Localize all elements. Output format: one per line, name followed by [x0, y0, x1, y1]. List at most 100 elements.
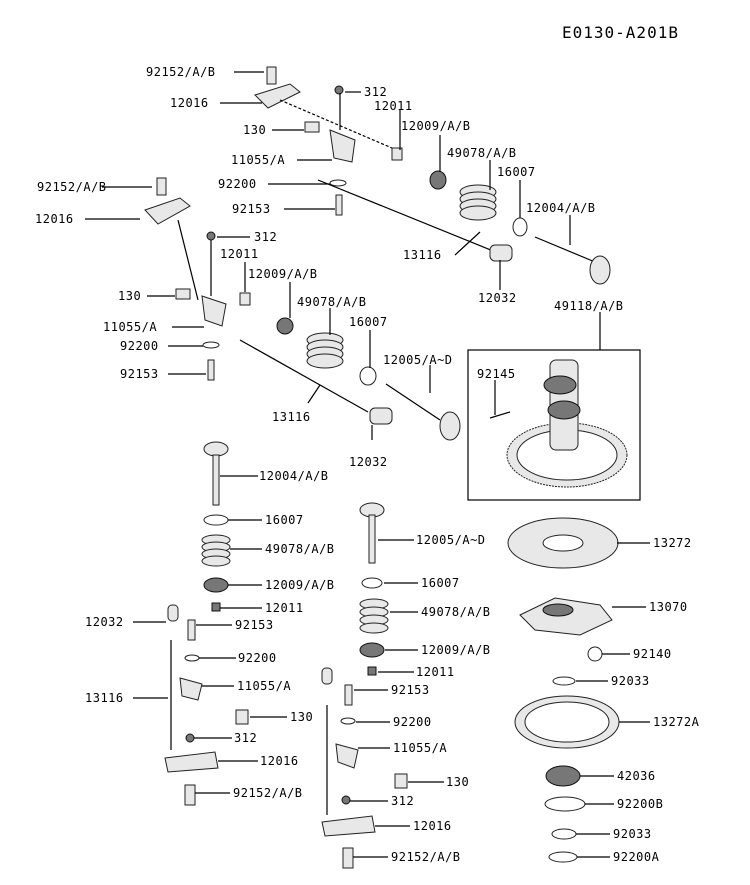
- label-16007-d: 16007: [421, 576, 460, 590]
- label-11055-c: 11055/A: [237, 679, 291, 693]
- pivot-pin: [184, 784, 196, 806]
- label-12005: 12005/A~D: [383, 353, 453, 367]
- label-12016-c: 12016: [260, 754, 299, 768]
- spring-pin: [489, 411, 511, 419]
- spring-retainer: [429, 170, 447, 190]
- tappet: [489, 244, 513, 262]
- governor-nut: [545, 765, 581, 787]
- label-130-d: 130: [446, 775, 469, 789]
- stud: [344, 684, 353, 706]
- push-rod: [239, 339, 369, 413]
- label-49078-b: 49078/A/B: [297, 295, 367, 309]
- label-12011-d: 12011: [416, 665, 455, 679]
- valve-stem: [212, 454, 220, 506]
- snap-ring: [551, 828, 577, 840]
- label-12032-c: 12032: [85, 615, 124, 629]
- label-92153-d: 92153: [391, 683, 430, 697]
- valve-seal: [361, 577, 383, 589]
- valve-stack-left: [201, 441, 231, 612]
- label-130-b: 130: [118, 289, 141, 303]
- nut: [334, 85, 344, 95]
- pivot-pin: [156, 177, 167, 196]
- rocker-assembly-mid: [144, 177, 251, 381]
- stud: [335, 194, 343, 216]
- push-rod: [317, 179, 509, 258]
- nut: [185, 733, 195, 743]
- label-92152-c: 92152/A/B: [233, 786, 303, 800]
- label-92152-b: 92152/A/B: [37, 180, 107, 194]
- camshaft-frame: [467, 349, 641, 501]
- label-12009-c: 12009/A/B: [265, 578, 335, 592]
- stud: [187, 619, 196, 641]
- label-92200B: 92200B: [617, 797, 663, 811]
- label-92152: 92152/A/B: [146, 65, 216, 79]
- governor-weight-holder: [519, 597, 613, 636]
- valve-spring: [359, 598, 389, 634]
- label-16007-c: 16007: [265, 513, 304, 527]
- valve-parts-upper: [317, 170, 611, 285]
- valve-parts-mid: [239, 317, 461, 441]
- label-11055-b: 11055/A: [103, 320, 157, 334]
- washer: [548, 851, 578, 863]
- snap-ring: [552, 676, 576, 686]
- label-92200-c: 92200: [238, 651, 277, 665]
- label-12016: 12016: [170, 96, 209, 110]
- washer: [202, 341, 220, 349]
- label-12011-b: 12011: [220, 247, 259, 261]
- cam-lobe: [547, 400, 581, 420]
- valve-stem: [385, 383, 441, 421]
- label-13272: 13272: [653, 536, 692, 550]
- label-92153: 92153: [232, 202, 271, 216]
- label-12016-d: 12016: [413, 819, 452, 833]
- valve-seal: [359, 366, 377, 386]
- rocker-arm: [164, 751, 219, 773]
- rocker-assembly-lower-mid: [321, 667, 408, 869]
- leader-lines: [85, 71, 650, 858]
- label-312: 312: [364, 85, 387, 99]
- label-13116: 13116: [403, 248, 442, 262]
- label-12004-b: 12004/A/B: [259, 469, 329, 483]
- label-16007-b: 16007: [349, 315, 388, 329]
- label-49078-d: 49078/A/B: [421, 605, 491, 619]
- label-12032: 12032: [478, 291, 517, 305]
- valve-cap: [211, 602, 221, 612]
- bolt: [175, 288, 191, 300]
- governor-stack: [507, 517, 620, 863]
- label-92153-b: 92153: [120, 367, 159, 381]
- washer: [184, 654, 200, 662]
- nut: [341, 795, 351, 805]
- rocker-bracket: [179, 677, 203, 701]
- label-11055: 11055/A: [231, 153, 285, 167]
- valve-spring: [201, 534, 231, 567]
- bolt: [304, 121, 320, 133]
- rocker-bracket: [201, 295, 227, 327]
- label-42036: 42036: [617, 769, 656, 783]
- valve-head: [203, 441, 229, 457]
- label-49078: 49078/A/B: [447, 146, 517, 160]
- tappet: [167, 604, 179, 622]
- label-11055-d: 11055/A: [393, 741, 447, 755]
- spring-retainer: [359, 642, 385, 658]
- label-312-b: 312: [254, 230, 277, 244]
- valve-cap: [391, 147, 403, 161]
- label-312-d: 312: [391, 794, 414, 808]
- valve-spring: [306, 332, 344, 369]
- label-92140: 92140: [633, 647, 672, 661]
- valve-cap: [239, 292, 251, 306]
- label-12005-b: 12005/A~D: [416, 533, 486, 547]
- label-13070: 13070: [649, 600, 688, 614]
- nut: [206, 231, 216, 241]
- rocker-bracket: [335, 743, 359, 769]
- spring-retainer: [203, 577, 229, 593]
- valve-stem: [368, 514, 376, 564]
- valve-stem: [534, 236, 596, 263]
- label-92033-b: 92033: [613, 827, 652, 841]
- valve-seal: [203, 514, 229, 526]
- valve-stack-mid: [359, 502, 389, 676]
- washer: [544, 796, 586, 812]
- valve-cap: [367, 666, 377, 676]
- diagram-code: E0130-A201B: [562, 23, 679, 42]
- valve-seal: [512, 217, 528, 237]
- ball: [587, 646, 603, 662]
